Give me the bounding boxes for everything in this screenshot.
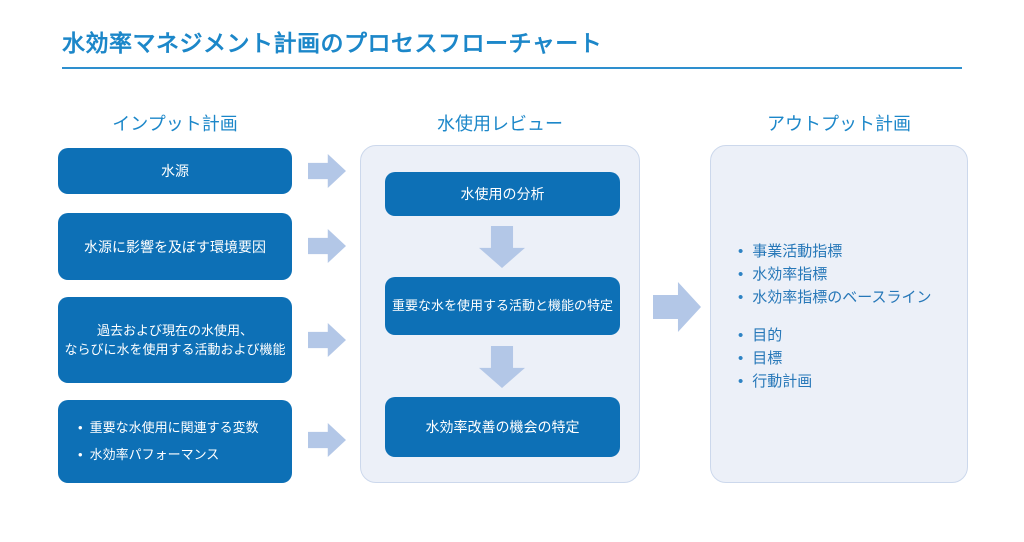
right-arrow-icon [308, 154, 346, 188]
output-plan-list: 事業活動指標 水効率指標 水効率指標のベースライン 目的 目標 行動計画 [738, 240, 954, 393]
input-box-variables-performance: 重要な水使用に関連する変数 水効率パフォーマンス [58, 400, 292, 483]
input-box-environmental-factors-label: 水源に影響を及ぼす環境要因 [84, 238, 266, 255]
input-box-past-current-water-use: 過去および現在の水使用、 ならびに水を使用する活動および機能 [58, 297, 292, 383]
review-box-improvement-opportunities-label: 水効率改善の機会の特定 [425, 419, 580, 435]
review-box-significant-activities-label: 重要な水を使用する活動と機能の特定 [391, 298, 613, 313]
output-goal-group: 目的 目標 行動計画 [738, 324, 954, 393]
output-bullet-baseline: 水効率指標のベースライン [738, 286, 954, 309]
review-box-water-use-analysis-label: 水使用の分析 [460, 186, 545, 202]
review-box-improvement-opportunities: 水効率改善の機会の特定 [385, 397, 620, 457]
right-arrow-icon [308, 323, 346, 357]
output-bullet-objective: 目的 [738, 324, 954, 347]
input-box-water-source: 水源 [58, 148, 292, 194]
output-bullet-target: 目標 [738, 347, 954, 370]
input-box-environmental-factors: 水源に影響を及ぼす環境要因 [58, 213, 292, 280]
output-indicator-group: 事業活動指標 水効率指標 水効率指標のベースライン [738, 240, 954, 309]
right-arrow-icon [308, 423, 346, 457]
output-bullet-water-efficiency-indicator: 水効率指標 [738, 263, 954, 286]
column-header-review: 水使用レビュー [437, 114, 563, 134]
title-underline [62, 67, 962, 69]
page-title: 水効率マネジメント計画のプロセスフローチャート [62, 30, 603, 56]
input-bullet-variables: 重要な水使用に関連する変数 [78, 418, 259, 438]
input-bullet-performance: 水効率パフォーマンス [78, 445, 259, 465]
input-box-past-current-water-use-line1: 過去および現在の水使用、 [96, 323, 253, 338]
review-box-significant-activities: 重要な水を使用する活動と機能の特定 [385, 277, 620, 335]
input-box-bullet-list: 重要な水使用に関連する変数 水効率パフォーマンス [58, 411, 269, 472]
input-box-water-source-label: 水源 [161, 163, 189, 179]
column-header-output: アウトプット計画 [767, 114, 911, 134]
input-box-past-current-water-use-line2: ならびに水を使用する活動および機能 [64, 342, 286, 357]
column-header-input: インプット計画 [112, 114, 238, 134]
review-box-water-use-analysis: 水使用の分析 [385, 172, 620, 216]
output-bullet-action-plan: 行動計画 [738, 370, 954, 393]
right-arrow-icon [308, 229, 346, 263]
output-plan-panel [710, 145, 968, 483]
right-arrow-icon [653, 282, 701, 332]
output-bullet-business-activity-indicator: 事業活動指標 [738, 240, 954, 263]
